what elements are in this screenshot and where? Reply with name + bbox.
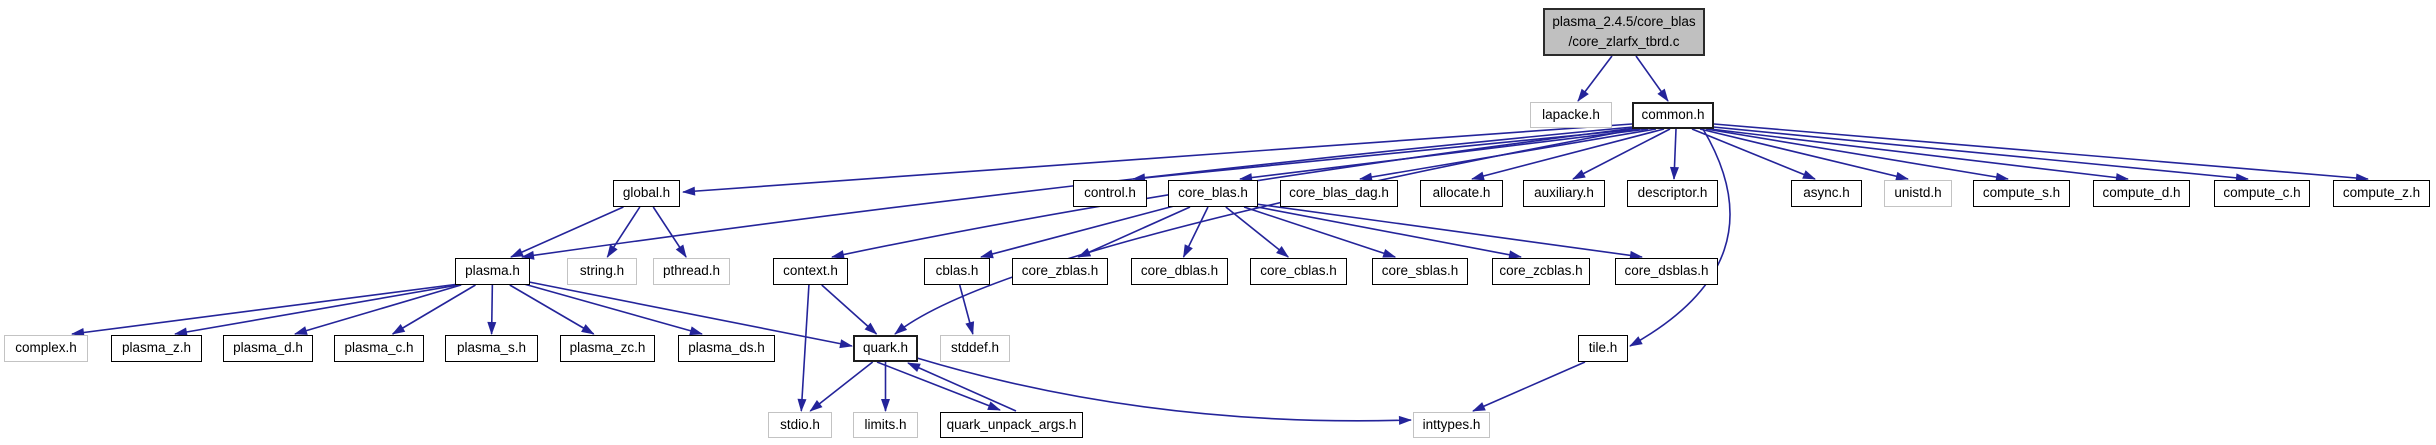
graph-node-core_zcblas.h[interactable]: core_zcblas.h xyxy=(1492,258,1590,285)
include-edge-quark_unpack_args.h-to-quark.h xyxy=(907,362,1017,412)
graph-node-plasma_s.h[interactable]: plasma_s.h xyxy=(445,335,538,362)
include-edge-common.h-to-global.h xyxy=(682,123,1633,196)
include-edge-global.h-to-string.h xyxy=(606,206,641,258)
include-edge-common.h-to-compute_z.h xyxy=(1713,123,2369,183)
include-edge-quark.h-to-quark_unpack_args.h xyxy=(876,361,1001,411)
graph-node-pthread.h[interactable]: pthread.h xyxy=(653,258,730,285)
graph-node-plasma_ds.h[interactable]: plasma_ds.h xyxy=(678,335,775,362)
include-edge-common.h-to-core_blas_dag.h xyxy=(1359,128,1657,182)
include-edge-cblas.h-to-stddef.h xyxy=(958,284,975,335)
graph-node-control.h[interactable]: control.h xyxy=(1073,180,1147,207)
include-edge-tile.h-to-inttypes.h xyxy=(1472,361,1586,412)
graph-node-cblas.h[interactable]: cblas.h xyxy=(924,258,990,285)
graph-node-lapacke.h[interactable]: lapacke.h xyxy=(1530,102,1612,128)
include-edge-core_blas.h-to-core_zcblas.h xyxy=(1251,205,1522,260)
include-edge-plasma.h-to-plasma_z.h xyxy=(174,283,465,337)
include-edge-common.h-to-control.h xyxy=(1132,128,1641,183)
graph-node-unistd.h[interactable]: unistd.h xyxy=(1884,180,1952,207)
include-edge-plasma.h-to-plasma_c.h xyxy=(391,284,476,335)
include-edge-core_blas.h-to-core_dsblas.h xyxy=(1255,203,1643,260)
graph-node-plasma_zc.h[interactable]: plasma_zc.h xyxy=(560,335,655,362)
include-edge-core_blas.h-to-core_cblas.h xyxy=(1225,206,1290,258)
graph-node-core_blas_dag.h[interactable]: core_blas_dag.h xyxy=(1280,180,1398,207)
include-edge-global.h-to-pthread.h xyxy=(652,206,687,258)
graph-node-async.h[interactable]: async.h xyxy=(1791,180,1862,207)
include-edge-common.h-to-async.h xyxy=(1691,128,1816,180)
include-edge-common.h-to-descriptor.h xyxy=(1669,128,1679,180)
include-edge-context.h-to-stdio.h xyxy=(797,284,810,412)
include-edge-quark.h-to-stdio.h xyxy=(809,361,874,412)
graph-node-compute_z.h[interactable]: compute_z.h xyxy=(2333,180,2430,207)
include-edge-common.h-to-quark.h xyxy=(894,128,1638,335)
root-node-label-line1: plasma_2.4.5/core_blas xyxy=(1552,13,1696,29)
include-edge-context.h-to-quark.h xyxy=(821,284,878,335)
include-edge-common.h-to-compute_c.h xyxy=(1712,126,2249,183)
graph-node-stddef.h[interactable]: stddef.h xyxy=(940,335,1010,362)
graph-node-core_zblas.h[interactable]: core_zblas.h xyxy=(1012,258,1108,285)
graph-node-descriptor.h[interactable]: descriptor.h xyxy=(1627,180,1718,207)
graph-node-plasma_c.h[interactable]: plasma_c.h xyxy=(334,335,424,362)
include-edge-core_blas.h-to-cblas.h xyxy=(980,205,1175,259)
include-edge-common.h-to-plasma.h xyxy=(521,126,1634,260)
root-node-label-line2: /core_zlarfx_tbrd.c xyxy=(1568,34,1680,49)
graph-node-core_sblas.h[interactable]: core_sblas.h xyxy=(1372,258,1468,285)
graph-node-global.h[interactable]: global.h xyxy=(613,180,680,207)
graph-node-quark.h[interactable]: quark.h xyxy=(853,335,918,362)
include-edge-common.h-to-auxiliary.h xyxy=(1572,128,1671,180)
graph-node-compute_s.h[interactable]: compute_s.h xyxy=(1973,180,2070,207)
graph-node-compute_c.h[interactable]: compute_c.h xyxy=(2214,180,2310,207)
include-edge-common.h-to-compute_s.h xyxy=(1705,128,2009,182)
include-edge-plasma.h-to-plasma_ds.h xyxy=(523,283,703,336)
include-edge-plasma.h-to-complex.h xyxy=(71,283,460,337)
graph-node-allocate.h[interactable]: allocate.h xyxy=(1420,180,1503,207)
graph-node-auxiliary.h[interactable]: auxiliary.h xyxy=(1523,180,1605,207)
graph-node-limits.h[interactable]: limits.h xyxy=(853,412,918,438)
include-edge-common.h-to-allocate.h xyxy=(1471,128,1665,181)
graph-node-plasma_d.h[interactable]: plasma_d.h xyxy=(223,335,313,362)
graph-node-plasma.h[interactable]: plasma.h xyxy=(455,258,530,285)
include-edge-plasma.h-to-plasma_zc.h xyxy=(509,284,595,335)
include-edge-core_blas.h-to-core_zblas.h xyxy=(1077,206,1191,258)
graph-node-tile.h[interactable]: tile.h xyxy=(1578,335,1628,362)
graph-node-core_blas.h[interactable]: core_blas.h xyxy=(1168,180,1258,207)
graph-node-quark_unpack_args.h[interactable]: quark_unpack_args.h xyxy=(940,412,1083,438)
graph-node-core_dblas.h[interactable]: core_dblas.h xyxy=(1131,258,1228,285)
include-edge-root-to-common.h xyxy=(1635,55,1669,102)
include-edge-core_blas.h-to-core_dblas.h xyxy=(1182,206,1209,258)
graph-node-context.h[interactable]: context.h xyxy=(773,258,848,285)
graph-node-inttypes.h[interactable]: inttypes.h xyxy=(1413,412,1490,438)
include-edge-root-to-lapacke.h xyxy=(1577,55,1613,102)
graph-root-node-core_zlarfx_tbrd.c: plasma_2.4.5/core_blas /core_zlarfx_tbrd… xyxy=(1543,8,1705,56)
include-edge-plasma.h-to-plasma_d.h xyxy=(293,284,462,335)
graph-node-compute_d.h[interactable]: compute_d.h xyxy=(2093,180,2190,207)
include-edge-global.h-to-plasma.h xyxy=(510,206,624,258)
graph-node-string.h[interactable]: string.h xyxy=(567,258,637,285)
include-edge-quark.h-to-inttypes.h xyxy=(916,357,1412,425)
include-edge-core_blas.h-to-core_sblas.h xyxy=(1243,206,1397,258)
include-edge-common.h-to-compute_d.h xyxy=(1709,128,2129,183)
graph-node-stdio.h[interactable]: stdio.h xyxy=(768,412,832,438)
include-edge-common.h-to-core_blas.h xyxy=(1239,128,1649,183)
graph-node-core_cblas.h[interactable]: core_cblas.h xyxy=(1250,258,1347,285)
include-edge-common.h-to-tile.h xyxy=(1629,128,1731,347)
graph-node-plasma_z.h[interactable]: plasma_z.h xyxy=(111,335,202,362)
graph-node-core_dsblas.h[interactable]: core_dsblas.h xyxy=(1615,258,1718,285)
graph-node-complex.h[interactable]: complex.h xyxy=(4,335,88,362)
include-edge-plasma.h-to-plasma_s.h xyxy=(487,284,497,335)
include-edge-plasma.h-to-quark.h xyxy=(528,281,853,349)
include-edge-common.h-to-unistd.h xyxy=(1699,128,1909,181)
graph-node-common.h[interactable]: common.h xyxy=(1632,102,1714,129)
